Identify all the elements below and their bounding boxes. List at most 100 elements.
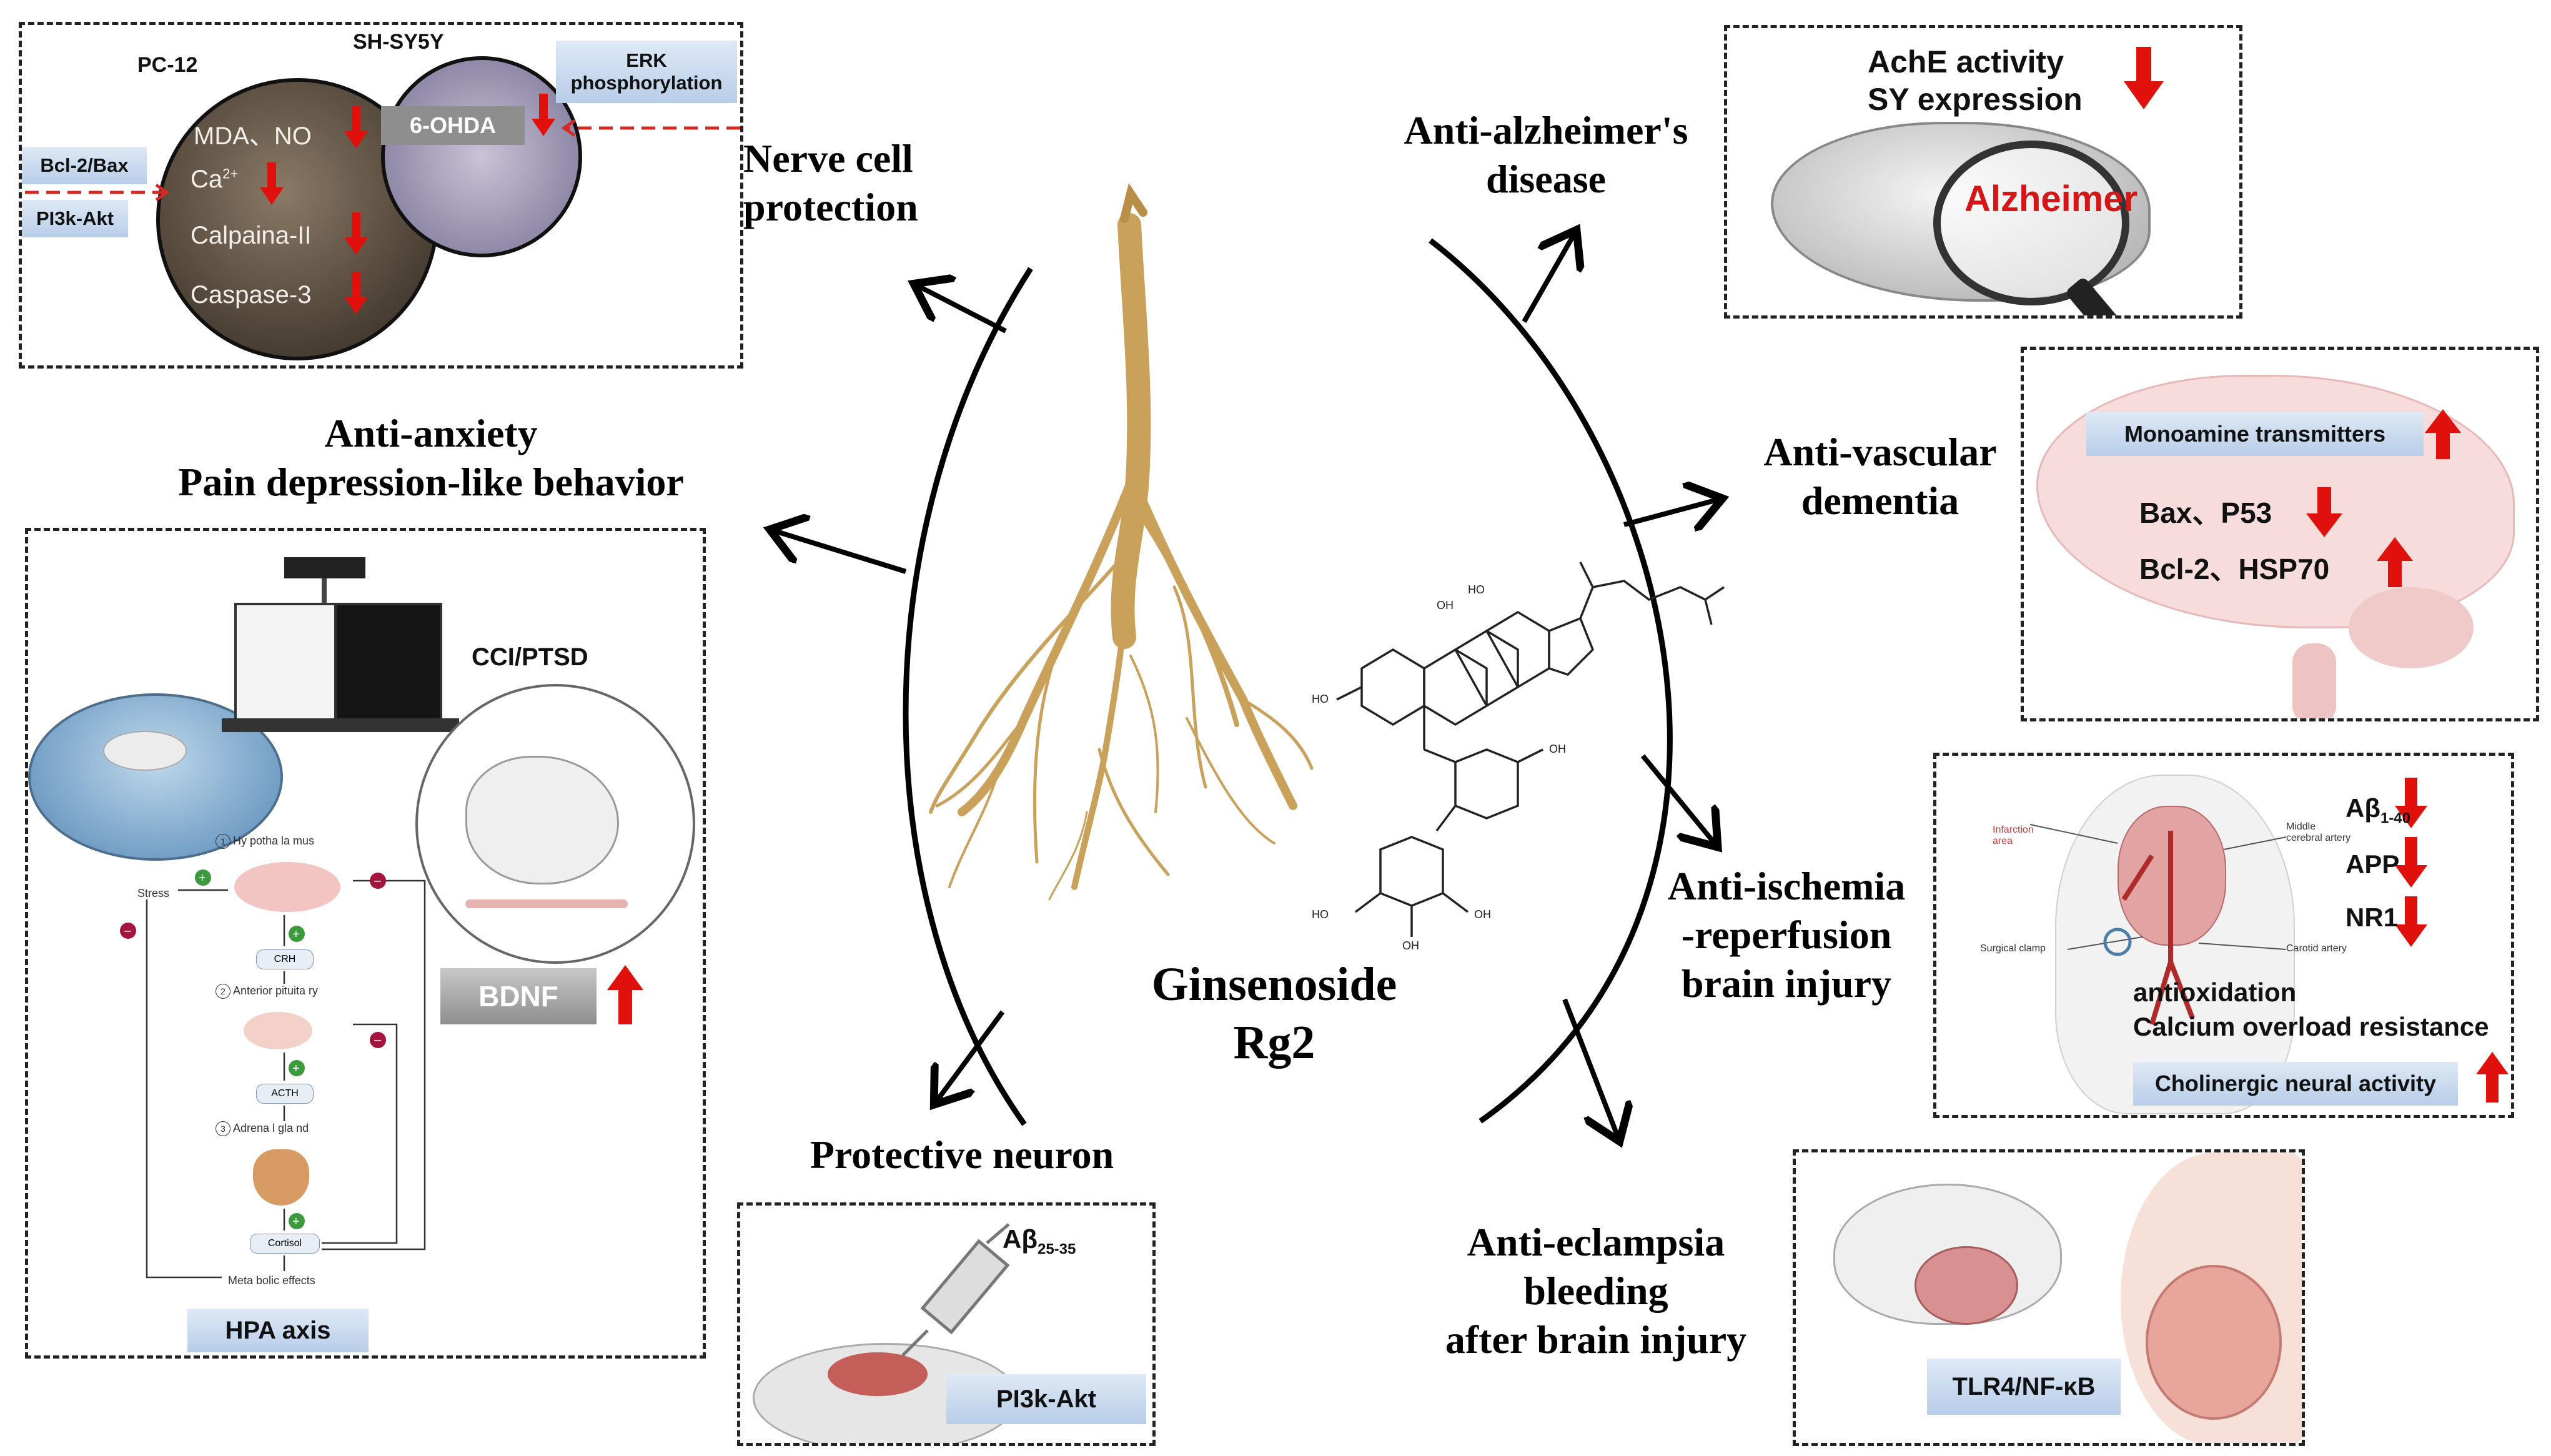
svg-text:+: + xyxy=(292,928,300,941)
pi3k-pill-nerve: PI3k-Akt xyxy=(22,200,128,237)
light-dark-box-black xyxy=(334,603,442,726)
ohda-label: 6-OHDA xyxy=(381,106,525,145)
svg-text:–: – xyxy=(124,924,132,938)
abeta-text: Aβ xyxy=(1003,1224,1038,1254)
label-protective-neuron: Protective neuron xyxy=(810,1132,1114,1177)
syringe-icon xyxy=(901,1223,1010,1357)
mca-line1: Middle xyxy=(2286,821,2316,832)
adrenal-gland-icon xyxy=(253,1149,309,1206)
pc12-label: PC-12 xyxy=(137,53,198,77)
svg-text:OH: OH xyxy=(1474,908,1491,921)
tlr4-nfkb-pill: TLR4/NF-κB xyxy=(1927,1359,2121,1415)
svg-text:HO: HO xyxy=(1312,693,1329,705)
cci-ptsd-label: CCI/PTSD xyxy=(472,643,588,671)
light-dark-box-white xyxy=(234,603,339,726)
label-anti-alzheimer: Anti-alzheimer's disease xyxy=(1355,106,1736,204)
mouse-in-maze-icon xyxy=(103,731,187,771)
svg-text:HO: HO xyxy=(1468,583,1485,596)
brainstem-image xyxy=(2292,643,2336,718)
shsy5y-cell-image xyxy=(381,56,582,257)
panel-protective-neuron: Aβ25-35 PI3k-Akt xyxy=(737,1202,1156,1446)
label-nerve-cell-protection: Nerve cell protection xyxy=(743,134,981,232)
bax-p53-label: Bax、P53 xyxy=(2139,497,2272,529)
infarction-line1: Infarction xyxy=(1993,825,2034,835)
rat-uterus-image xyxy=(1914,1246,2018,1325)
ca-text: Ca xyxy=(191,166,223,193)
label-vasc-line2: dementia xyxy=(1801,478,1959,523)
label-anxiety-line1: Anti-anxiety xyxy=(324,411,538,455)
ginseng-root-image xyxy=(929,182,1314,901)
hpa-adrenal-text: Adrena l gla nd xyxy=(233,1122,309,1134)
erk-line2: phosphorylation xyxy=(570,72,723,94)
hpa-anterior-text: Anterior pituita ry xyxy=(233,984,319,997)
camera-icon xyxy=(284,557,365,578)
ischemia-vessels xyxy=(2029,778,2509,1102)
label-ecl-line1: Anti-eclampsia xyxy=(1467,1220,1725,1264)
monoamine-pill: Monoamine transmitters xyxy=(2086,412,2424,456)
calcium-overload-label: Calcium overload resistance xyxy=(2133,1012,2489,1041)
svg-text:OH: OH xyxy=(1402,939,1419,952)
apparatus-base xyxy=(222,718,459,732)
erk-pill: ERK phosphorylation xyxy=(556,41,737,103)
label-isch-line2: -reperfusion xyxy=(1681,913,1892,958)
sy-expression-label: SY expression xyxy=(1868,82,2083,117)
ache-activity-label: AchE activity xyxy=(1868,44,2064,79)
infarction-line2: area xyxy=(1993,836,2013,847)
cerebellum-image xyxy=(2349,587,2474,668)
label-anti-ischemia: Anti-ischemia -reperfusion brain injury xyxy=(1633,862,1939,1008)
erk-line1: ERK xyxy=(626,49,667,71)
svg-text:OH: OH xyxy=(1437,599,1454,612)
rat-icon xyxy=(465,756,619,884)
label-anti-vascular: Anti-vascular dementia xyxy=(1718,428,2043,525)
pituitary-icon xyxy=(244,1012,312,1049)
label-alz-line2: disease xyxy=(1486,157,1606,202)
hpa-num-2: 2 xyxy=(215,984,230,999)
abeta-sub: 25-35 xyxy=(1037,1241,1076,1258)
left-arc xyxy=(903,267,1033,1126)
arrow-protective-neuron xyxy=(937,1010,1005,1101)
hypothalamus-brain-icon xyxy=(234,862,340,912)
arrow-anti-ischemia xyxy=(1640,754,1715,843)
arrow-nerve-cell xyxy=(918,286,1007,334)
bcl2bax-pill: Bcl-2/Bax xyxy=(22,147,147,184)
hpa-stress: Stress xyxy=(137,887,170,899)
pi3k-pill-neuron: PI3k-Akt xyxy=(946,1374,1146,1424)
hpa-crh: CRH xyxy=(256,949,314,969)
hpa-num-1: 1 xyxy=(215,834,230,849)
label-nerve-line2: protection xyxy=(743,185,918,230)
abeta-1-40-label: Aβ1-40 xyxy=(2345,793,2410,827)
calpain-label: Calpaina-II xyxy=(191,222,312,249)
hpa-cortisol: Cortisol xyxy=(250,1234,320,1254)
svg-text:–: – xyxy=(374,874,382,888)
center-title-line1: Ginsenoside xyxy=(1151,958,1397,1011)
alzheimer-text: Alzheimer xyxy=(1964,179,2138,219)
rat-tail xyxy=(465,899,628,908)
isch-abeta-sub: 1-40 xyxy=(2380,810,2411,827)
ginsenoside-structure xyxy=(1336,562,1725,937)
hpa-flow-lines: + + + + – – – xyxy=(120,869,426,1279)
nerve-dashed-arrows xyxy=(25,119,740,202)
svg-text:+: + xyxy=(292,1215,300,1229)
label-ecl-line3: after brain injury xyxy=(1445,1317,1747,1362)
nr1-label: NR1 xyxy=(2345,903,2399,932)
bdnf-label: BDNF xyxy=(440,968,597,1024)
ca-sup: 2+ xyxy=(222,166,239,182)
label-isch-line3: brain injury xyxy=(1681,961,1892,1006)
label-alz-line1: Anti-alzheimer's xyxy=(1404,108,1688,152)
label-vasc-line1: Anti-vascular xyxy=(1763,430,1997,474)
right-arc xyxy=(1429,238,1673,1124)
label-ecl-line2: bleeding xyxy=(1523,1269,1668,1314)
hpa-axis-pill: HPA axis xyxy=(187,1309,369,1352)
panel-nerve-cell: PC-12 SH-SY5Y ERK phosphorylation Bcl-2/… xyxy=(19,22,743,369)
cholinergic-pill: Cholinergic neural activity xyxy=(2133,1062,2458,1106)
nerve-down-arrows xyxy=(260,94,555,314)
arrow-anti-vascular xyxy=(1623,500,1718,525)
label-anti-eclampsia: Anti-eclampsia bleeding after brain inju… xyxy=(1405,1218,1786,1364)
ca-label: Ca2+ xyxy=(191,166,238,194)
